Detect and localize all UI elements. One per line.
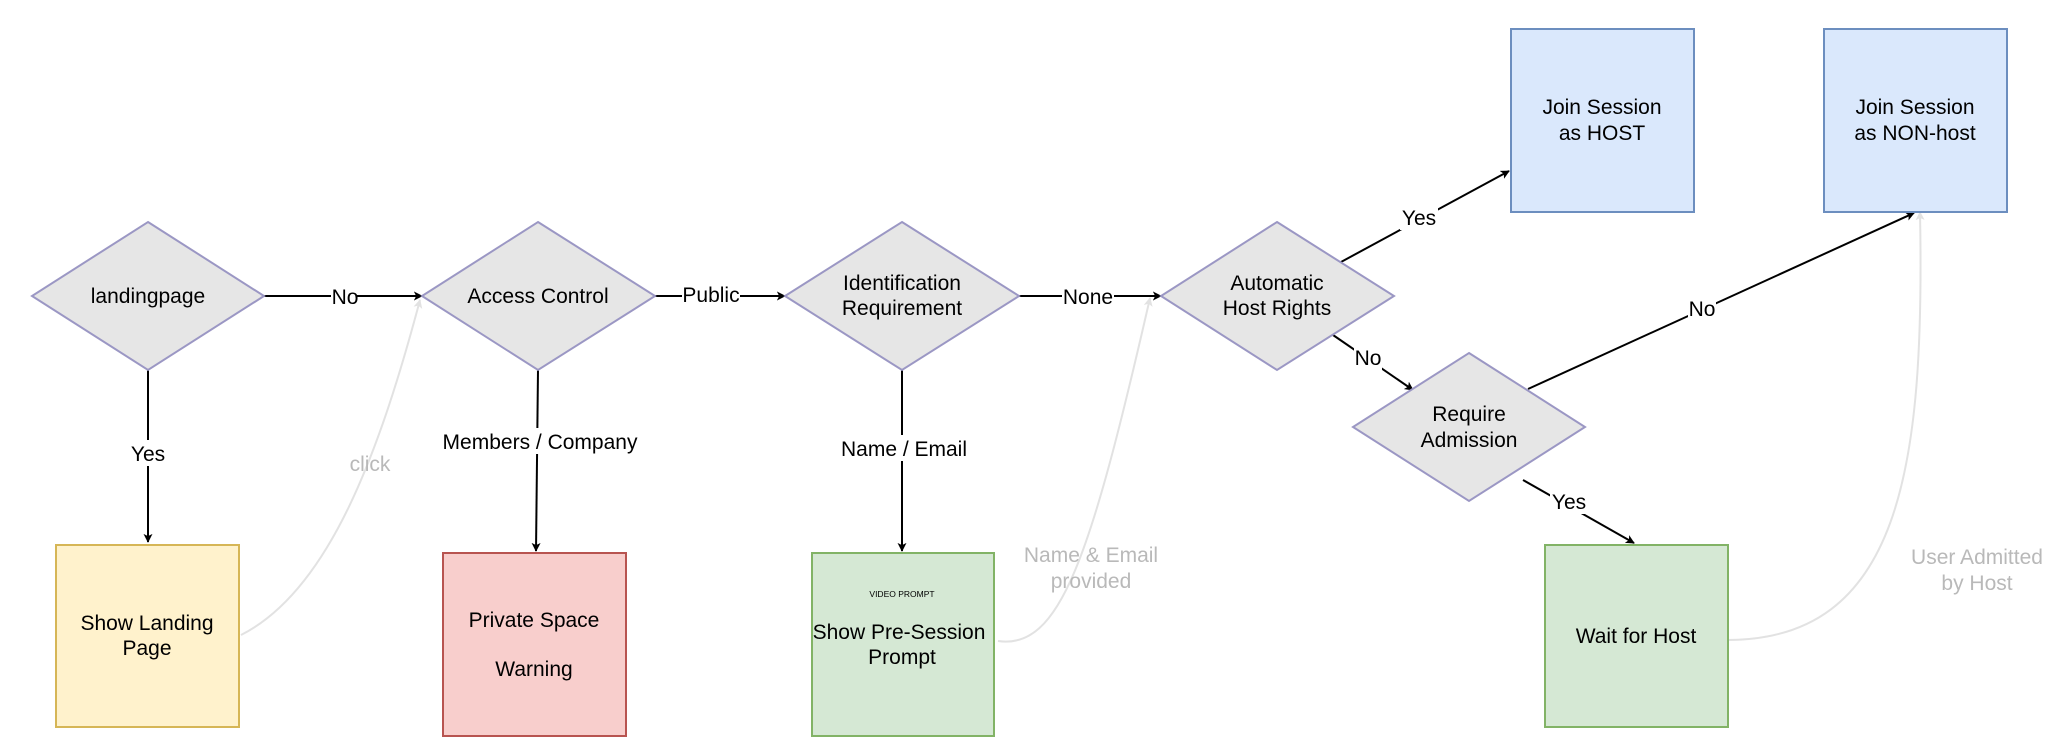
node-label: Private Space (469, 609, 600, 632)
edge-label-admission-no: No (1689, 298, 1716, 321)
ghost-label-click: click (350, 453, 391, 476)
box-show-landing-page[interactable]: Show Landing Page (55, 544, 240, 728)
ghost-label-name-email-line2: provided (1051, 570, 1132, 593)
edge-label-auto-yes: Yes (1402, 207, 1436, 230)
node-label: as HOST (1559, 122, 1646, 145)
node-label: Join Session (1542, 96, 1661, 119)
node-label: Warning (495, 658, 572, 681)
edge-label-landing-yes: Yes (131, 443, 165, 466)
node-label: as NON-host (1854, 122, 1976, 145)
edge-name-email-provided (997, 297, 1153, 643)
edge-label-landing-no: No (332, 286, 359, 309)
box-show-pre-session-prompt[interactable]: VIDEO PROMPT Show Pre-Session Prompt (811, 552, 995, 737)
ghost-label-name-email-line1: Name & Email (1024, 544, 1158, 567)
node-label: Access Control (467, 285, 608, 308)
node-label: Automatic (1230, 272, 1323, 295)
edge-user-admitted (1726, 211, 1925, 641)
edge-label-access-members: Members / Company (443, 431, 638, 454)
ghost-label-user-admitted-line1: User Admitted (1911, 546, 2043, 569)
node-label: Prompt (868, 646, 936, 669)
node-label: landingpage (91, 285, 205, 308)
box-join-session-host[interactable]: Join Session as HOST (1510, 28, 1695, 213)
video-prompt-tag: VIDEO PROMPT (869, 589, 934, 599)
edge-click (240, 299, 423, 636)
node-label: Identification (843, 272, 961, 295)
edge-label-admission-yes: Yes (1552, 491, 1586, 514)
edge-label-access-public: Public (682, 284, 739, 307)
box-wait-for-host[interactable]: Wait for Host (1544, 544, 1729, 728)
decision-automatic-host-rights[interactable]: Automatic Host Rights (1159, 220, 1396, 372)
box-private-space-warning[interactable]: Private Space Warning (442, 552, 627, 737)
node-label: Requirement (842, 297, 962, 320)
decision-require-admission[interactable]: Require Admission (1351, 351, 1587, 503)
node-label: Require (1432, 403, 1506, 426)
node-label: Show Pre-Session (813, 621, 986, 644)
node-label: Page (122, 637, 171, 660)
edge-label-ident-name-email: Name / Email (841, 438, 967, 461)
edge-admission-to-join-nonhost (1527, 212, 1915, 390)
ghost-label-user-admitted-line2: by Host (1941, 572, 2012, 595)
edge-label-auto-no: No (1355, 347, 1382, 370)
decision-landingpage[interactable]: landingpage (30, 220, 266, 372)
edge-label-ident-none: None (1063, 286, 1113, 309)
decision-identification-requirement[interactable]: Identification Requirement (783, 220, 1021, 372)
node-label: Join Session (1855, 96, 1974, 119)
edge-access-to-private (531, 369, 541, 552)
node-label: Admission (1421, 429, 1518, 452)
node-label: Host Rights (1223, 297, 1332, 320)
decision-access-control[interactable]: Access Control (420, 220, 657, 372)
node-label: Show Landing (80, 612, 213, 635)
node-label: Wait for Host (1576, 625, 1697, 648)
box-join-session-nonhost[interactable]: Join Session as NON-host (1823, 28, 2008, 213)
